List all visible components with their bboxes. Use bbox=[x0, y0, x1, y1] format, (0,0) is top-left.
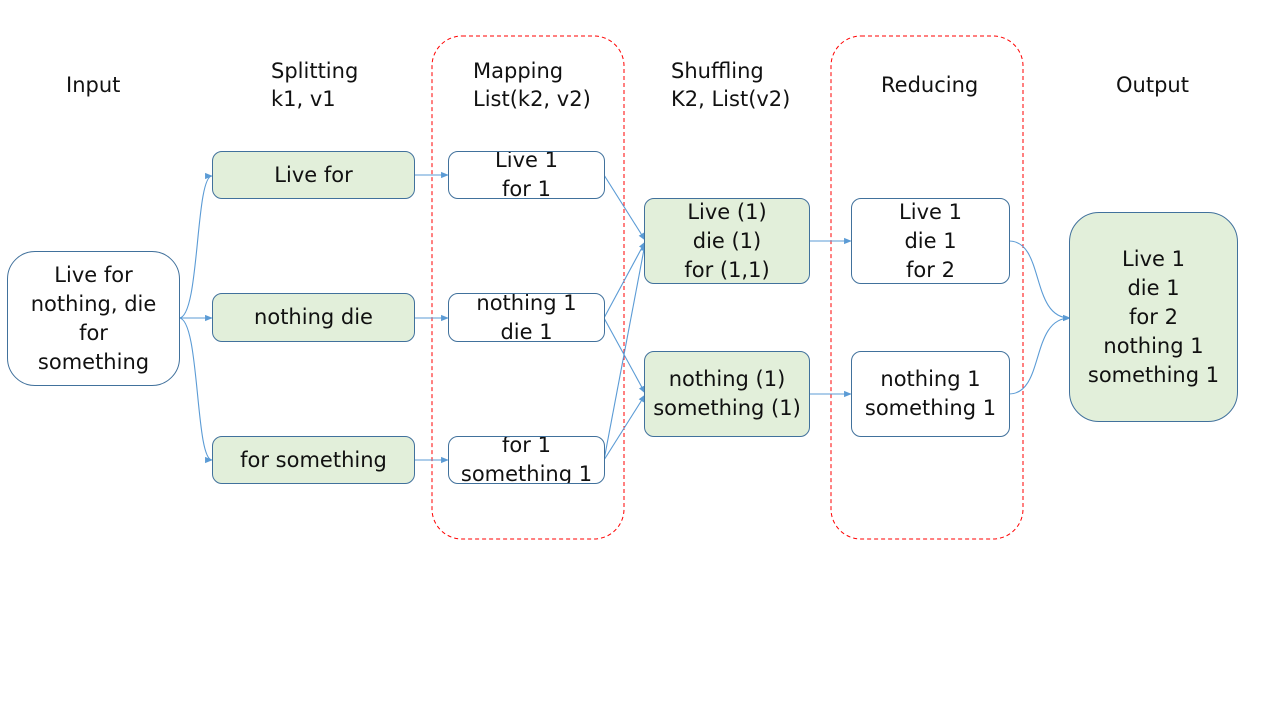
header-splitting: Splitting k1, v1 bbox=[271, 57, 358, 113]
arrow-map2-to-shuffle2 bbox=[603, 317, 646, 394]
map-box-3-line-1: for 1 bbox=[502, 436, 551, 457]
header-reducing-line-1: Reducing bbox=[881, 73, 979, 97]
reducing-stage-frame bbox=[830, 35, 1024, 540]
map-box-1-line-1: Live 1 bbox=[495, 151, 558, 172]
output-box-line-5: something 1 bbox=[1087, 362, 1220, 387]
header-mapping-line-2: List(k2, v2) bbox=[473, 87, 591, 111]
arrow-map1-to-shuffle1 bbox=[603, 174, 646, 241]
shuffle-box-1-line-3: for (1,1) bbox=[684, 257, 770, 282]
shuffle-box-2-line-2: something (1) bbox=[653, 396, 801, 420]
split-box-3: for something bbox=[212, 436, 415, 484]
output-box-line-3: for 2 bbox=[1129, 304, 1178, 329]
map-box-3: for 1 something 1 bbox=[448, 436, 605, 484]
reduce-box-1-line-1: Live 1 bbox=[899, 199, 962, 224]
shuffle-box-1-line-2: die (1) bbox=[692, 228, 762, 253]
arrow-map2-to-shuffle1 bbox=[603, 241, 646, 319]
reduce-box-2-line-2: something 1 bbox=[864, 396, 997, 420]
header-mapping-line-1: Mapping bbox=[473, 59, 564, 83]
input-box-line-3: for bbox=[79, 320, 108, 345]
mapping-stage-frame bbox=[431, 35, 625, 540]
header-output-line-1: Output bbox=[1116, 73, 1189, 97]
reduce-box-2-line-1: nothing 1 bbox=[880, 367, 981, 391]
arrow-reduce2-to-output bbox=[1008, 314, 1071, 395]
shuffle-box-1-line-1: Live (1) bbox=[687, 199, 767, 224]
reduce-box-2: nothing 1 something 1 bbox=[851, 351, 1010, 437]
header-shuffling: Shuffling K2, List(v2) bbox=[671, 57, 790, 113]
map-box-2-line-1: nothing 1 bbox=[476, 293, 577, 315]
map-box-2: nothing 1 die 1 bbox=[448, 293, 605, 342]
output-box-line-1: Live 1 bbox=[1122, 246, 1185, 271]
shuffle-box-2-line-1: nothing (1) bbox=[668, 367, 786, 391]
split-box-1-line-1: Live for bbox=[274, 162, 353, 187]
shuffle-box-2: nothing (1) something (1) bbox=[644, 351, 810, 437]
split-box-3-line-1: for something bbox=[240, 447, 387, 472]
map-box-1: Live 1 for 1 bbox=[448, 151, 605, 199]
input-box-line-1: Live for bbox=[54, 262, 133, 287]
output-box-line-2: die 1 bbox=[1127, 275, 1180, 300]
header-shuffling-line-1: Shuffling bbox=[671, 59, 764, 83]
header-reducing: Reducing bbox=[881, 71, 978, 99]
arrow-map3-to-shuffle2 bbox=[603, 394, 646, 461]
reduce-box-1: Live 1 die 1 for 2 bbox=[851, 198, 1010, 284]
split-box-2-line-1: nothing die bbox=[254, 305, 373, 329]
header-output: Output bbox=[1116, 71, 1189, 99]
output-box: Live 1 die 1 for 2 nothing 1 something 1 bbox=[1069, 212, 1238, 422]
header-splitting-line-1: Splitting bbox=[271, 59, 359, 83]
reduce-box-1-line-3: for 2 bbox=[906, 257, 955, 282]
output-box-line-4: nothing 1 bbox=[1103, 333, 1204, 358]
map-box-2-line-2: die 1 bbox=[500, 319, 553, 342]
split-box-1: Live for bbox=[212, 151, 415, 199]
input-box: Live for nothing, die for something bbox=[7, 251, 180, 386]
map-box-1-line-2: for 1 bbox=[502, 177, 551, 199]
input-box-line-4: something bbox=[37, 349, 150, 374]
arrow-input-to-split-3 bbox=[178, 317, 213, 464]
shuffle-box-1: Live (1) die (1) for (1,1) bbox=[644, 198, 810, 284]
arrow-map3-to-shuffle1 bbox=[603, 243, 647, 461]
header-input: Input bbox=[66, 71, 120, 99]
reduce-box-1-line-2: die 1 bbox=[904, 228, 957, 253]
header-splitting-line-2: k1, v1 bbox=[271, 87, 336, 111]
split-box-2: nothing die bbox=[212, 293, 415, 342]
header-shuffling-line-2: K2, List(v2) bbox=[671, 87, 791, 111]
map-box-3-line-2: something 1 bbox=[460, 462, 593, 484]
header-input-line-1: Input bbox=[66, 73, 121, 97]
arrow-reduce1-to-output bbox=[1008, 240, 1071, 322]
input-box-line-2: nothing, die bbox=[30, 291, 157, 316]
arrow-input-to-split-1 bbox=[178, 172, 213, 319]
header-mapping: Mapping List(k2, v2) bbox=[473, 57, 591, 113]
